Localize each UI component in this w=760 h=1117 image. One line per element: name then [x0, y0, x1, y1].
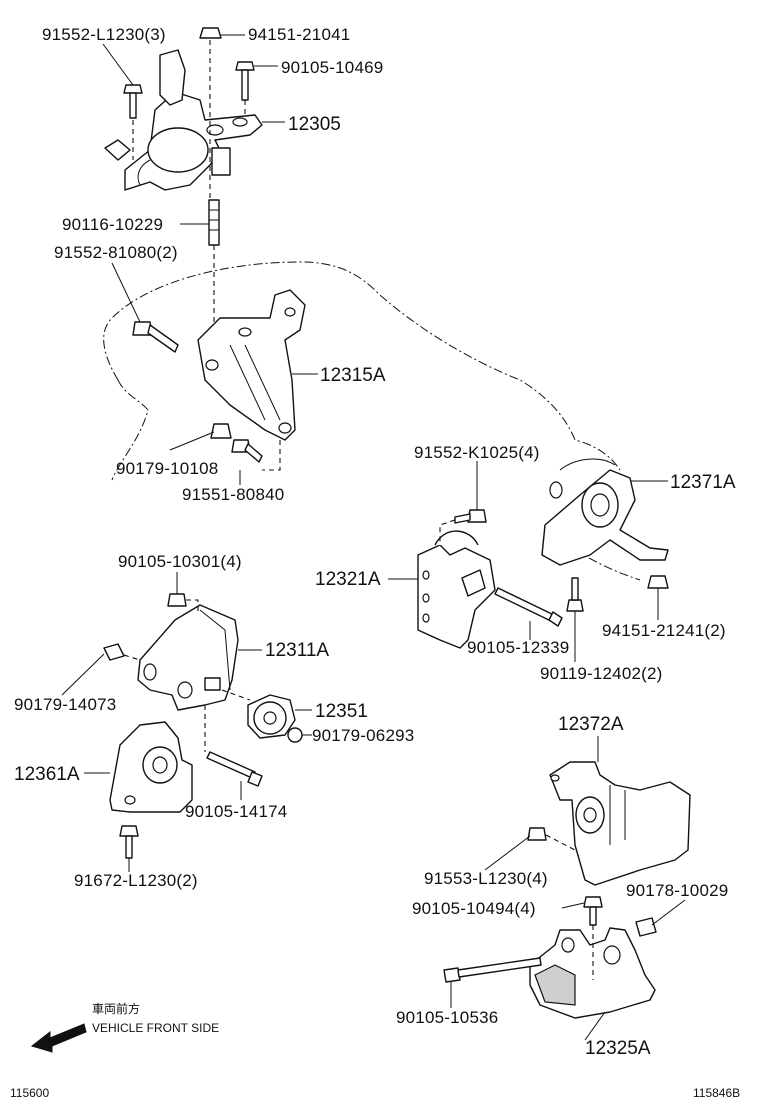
label-90179-10108: 90179-10108 — [116, 459, 218, 478]
label-90105-10536: 90105-10536 — [396, 1008, 498, 1027]
part-12311A-bracket — [137, 604, 239, 711]
label-90116-10229: 90116-10229 — [62, 215, 163, 234]
bolt-91551-80840 — [231, 439, 263, 463]
label-90105-14174: 90105-14174 — [185, 802, 287, 821]
label-91553-L1230: 91553-L1230(4) — [424, 869, 548, 888]
nut-90179-14073 — [103, 643, 125, 661]
dashed-guide-12315A — [262, 440, 281, 471]
bolt-90105-12339 — [494, 587, 563, 627]
nut-94151-21241 — [647, 575, 669, 589]
label-91552-K1025: 91552-K1025(4) — [414, 443, 540, 462]
bolt-90105-10301 — [167, 593, 187, 607]
bolt-91552-81080 — [132, 321, 179, 353]
bolt-90119-12402 — [566, 577, 584, 612]
nut-90179-10108 — [210, 423, 232, 439]
engine-outline-right — [559, 539, 641, 581]
bolt-90105-10536 — [443, 957, 542, 983]
label-12325A: 12325A — [585, 1038, 651, 1059]
front-note-english: VEHICLE FRONT SIDE — [92, 1021, 219, 1035]
label-90119-12402: 90119-12402(2) — [540, 664, 663, 683]
bolt-91552-L1230 — [123, 84, 143, 119]
label-94151-21241: 94151-21241(2) — [602, 621, 726, 640]
label-12305: 12305 — [288, 114, 341, 135]
arrow-left-down-icon — [30, 1023, 87, 1053]
leader-lines — [61, 34, 686, 1041]
label-90179-06293: 90179-06293 — [312, 726, 414, 745]
front-note-japanese: 車両前方 — [92, 1001, 140, 1016]
stud-90116-10229 — [208, 199, 220, 246]
bolt-91672-L1230 — [119, 825, 139, 859]
dashed-guide-12311A-left — [123, 654, 141, 661]
label-90179-14073: 90179-14073 — [14, 695, 116, 714]
dashed-guide-12311A-top — [186, 599, 199, 615]
part-12321A-bracket — [417, 530, 496, 649]
dashed-guide-12351 — [221, 689, 251, 701]
part-12361A-mount — [109, 721, 193, 813]
vehicle-front-note: 車両前方 VEHICLE FRONT SIDE — [30, 1001, 219, 1053]
label-12311A: 12311A — [265, 640, 329, 661]
label-12372A: 12372A — [558, 714, 624, 735]
label-91552-L1230: 91552-L1230(3) — [42, 25, 166, 44]
bolt-90105-10494 — [583, 896, 603, 926]
label-90105-12339: 90105-12339 — [467, 638, 569, 657]
part-12371A-mount — [541, 458, 669, 566]
nut-90179-06293 — [287, 727, 303, 743]
label-12321A: 12321A — [315, 569, 381, 590]
label-12351: 12351 — [315, 701, 368, 722]
bolt-90105-10469 — [235, 61, 255, 101]
label-90178-10029: 90178-10029 — [626, 881, 728, 900]
bolt-90105-14174 — [206, 751, 263, 787]
nut-90178-10029 — [635, 917, 657, 937]
bolt-91553-L1230 — [527, 827, 547, 841]
label-12315A: 12315A — [320, 365, 386, 386]
engine-outline — [103, 261, 621, 481]
label-91551-80840: 91551-80840 — [182, 485, 284, 504]
label-91672-L1230: 91672-L1230(2) — [74, 871, 198, 890]
label-12371A: 12371A — [670, 472, 736, 493]
part-12305-bracket — [104, 49, 263, 191]
dashed-guide-12321A — [439, 519, 456, 545]
label-90105-10494: 90105-10494(4) — [412, 899, 536, 918]
label-90105-10469: 90105-10469 — [281, 58, 383, 77]
part-12315A-bracket — [197, 289, 306, 441]
footer-left-code: 115600 — [10, 1086, 49, 1100]
label-12361A: 12361A — [14, 764, 80, 785]
part-12372A-bracket — [549, 761, 691, 886]
label-91552-81080: 91552-81080(2) — [54, 243, 178, 262]
nut-94151-21041 — [199, 27, 222, 39]
bolt-91552-K1025 — [454, 509, 487, 524]
label-90105-10301: 90105-10301(4) — [118, 552, 242, 571]
label-94151-21041: 94151-21041 — [248, 25, 350, 44]
footer-right-code: 115846B — [693, 1086, 740, 1100]
dashed-guide-12372A — [545, 834, 576, 851]
part-12351-bushing — [247, 694, 296, 739]
